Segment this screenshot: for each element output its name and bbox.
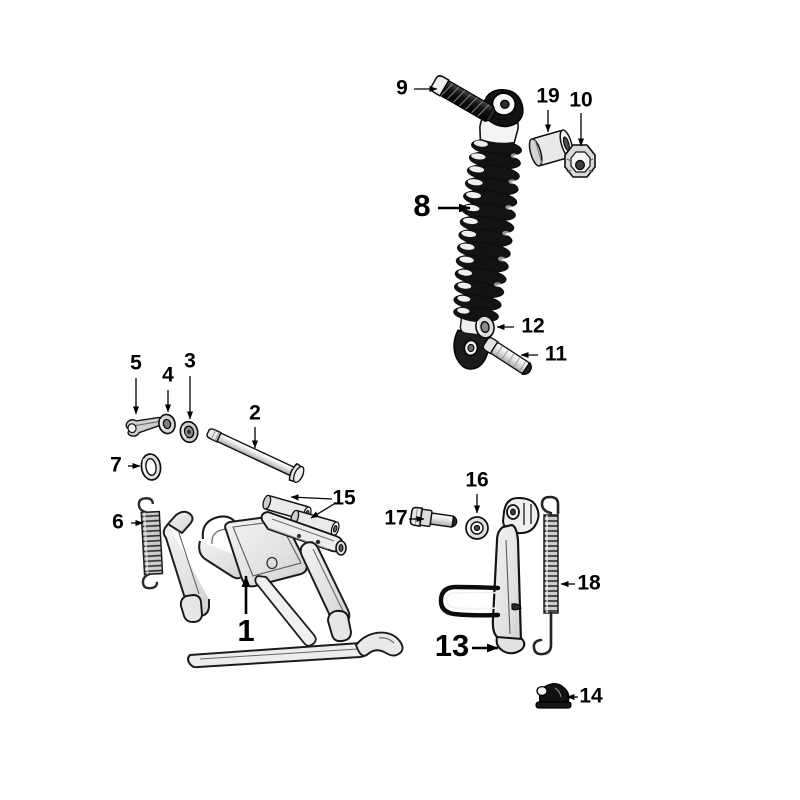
part-side-stand-spring bbox=[532, 495, 575, 656]
part-side-stand-washer bbox=[465, 494, 489, 540]
center-stand-foot-tab bbox=[355, 631, 404, 657]
callout-label-10: 10 bbox=[569, 89, 592, 112]
part-washer bbox=[158, 390, 176, 435]
part-rear-shock-absorber bbox=[438, 89, 524, 370]
side-stand-kick-lever bbox=[438, 584, 501, 618]
part-lower-mount-bolt bbox=[482, 337, 538, 375]
part-pivot-bushings bbox=[262, 494, 340, 537]
part-spacer-collar bbox=[528, 110, 574, 167]
part-flange-nut bbox=[564, 113, 596, 178]
callout-labels: 1 2 3 4 5 6 7 8 9 10 11 12 13 14 15 16 1… bbox=[110, 77, 603, 708]
part-split-pin-clip bbox=[125, 378, 171, 437]
shock-upper-eye bbox=[479, 89, 524, 145]
part-upper-mount-bolt bbox=[414, 75, 496, 123]
callout-label-1: 1 bbox=[237, 613, 254, 648]
callout-label-15: 15 bbox=[332, 487, 356, 510]
callout-label-19: 19 bbox=[536, 85, 559, 108]
callout-label-9: 9 bbox=[396, 77, 408, 100]
leader-15-b bbox=[310, 503, 335, 519]
part-side-stand bbox=[438, 497, 540, 655]
part-lock-washer bbox=[179, 376, 199, 444]
callout-label-16: 16 bbox=[465, 469, 488, 492]
callout-label-11: 11 bbox=[545, 343, 568, 366]
callout-label-4: 4 bbox=[162, 364, 174, 387]
callout-label-14: 14 bbox=[579, 685, 603, 708]
leader-15-a bbox=[290, 494, 333, 501]
center-stand-right-foot bbox=[327, 609, 352, 643]
callout-label-8: 8 bbox=[413, 188, 430, 223]
callout-label-5: 5 bbox=[130, 352, 142, 375]
callout-label-12: 12 bbox=[521, 315, 544, 338]
center-stand-pivot-tube bbox=[260, 511, 347, 556]
center-stand-left-foot bbox=[179, 594, 203, 623]
side-stand-spring-tab bbox=[511, 603, 522, 611]
center-stand-left-hook bbox=[167, 510, 194, 534]
callout-label-7: 7 bbox=[110, 454, 122, 477]
callout-label-18: 18 bbox=[577, 572, 601, 595]
part-center-stand bbox=[162, 510, 404, 669]
shock-coil-spring bbox=[453, 138, 522, 323]
part-side-stand-nut bbox=[535, 683, 578, 709]
part-ring-washer bbox=[128, 453, 162, 481]
callout-label-13: 13 bbox=[435, 628, 469, 663]
side-stand-leg bbox=[491, 523, 523, 649]
center-stand-plate-hole bbox=[266, 556, 278, 570]
part-center-stand-spring bbox=[131, 497, 164, 590]
callout-label-6: 6 bbox=[112, 511, 124, 534]
callout-label-3: 3 bbox=[184, 350, 196, 373]
callout-label-17: 17 bbox=[384, 507, 407, 530]
part-side-stand-bolt bbox=[409, 506, 458, 528]
part-center-stand-pivot-bolt bbox=[206, 427, 305, 483]
callout-label-2: 2 bbox=[249, 402, 261, 425]
